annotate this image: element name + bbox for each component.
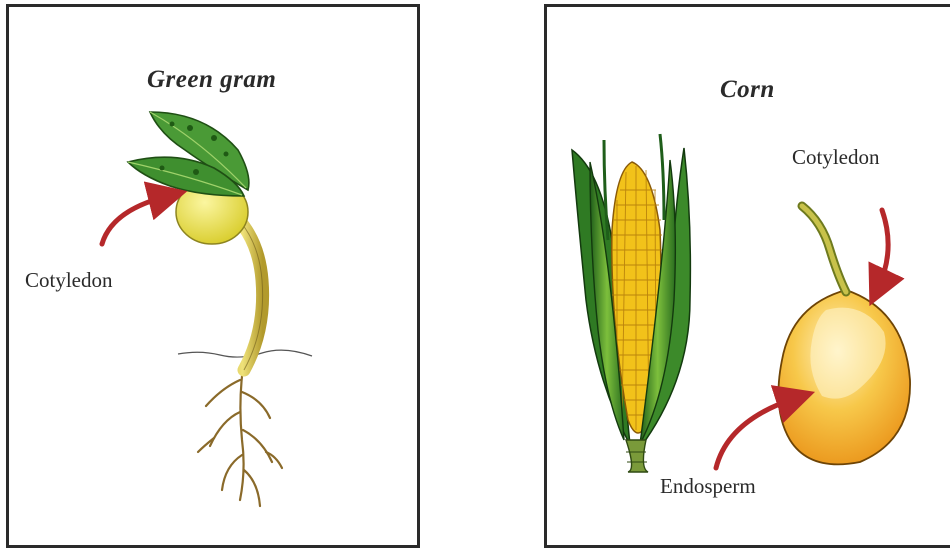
corn-cob bbox=[572, 134, 690, 472]
corn-seed bbox=[716, 206, 910, 468]
green-gram-seedling bbox=[102, 112, 312, 506]
